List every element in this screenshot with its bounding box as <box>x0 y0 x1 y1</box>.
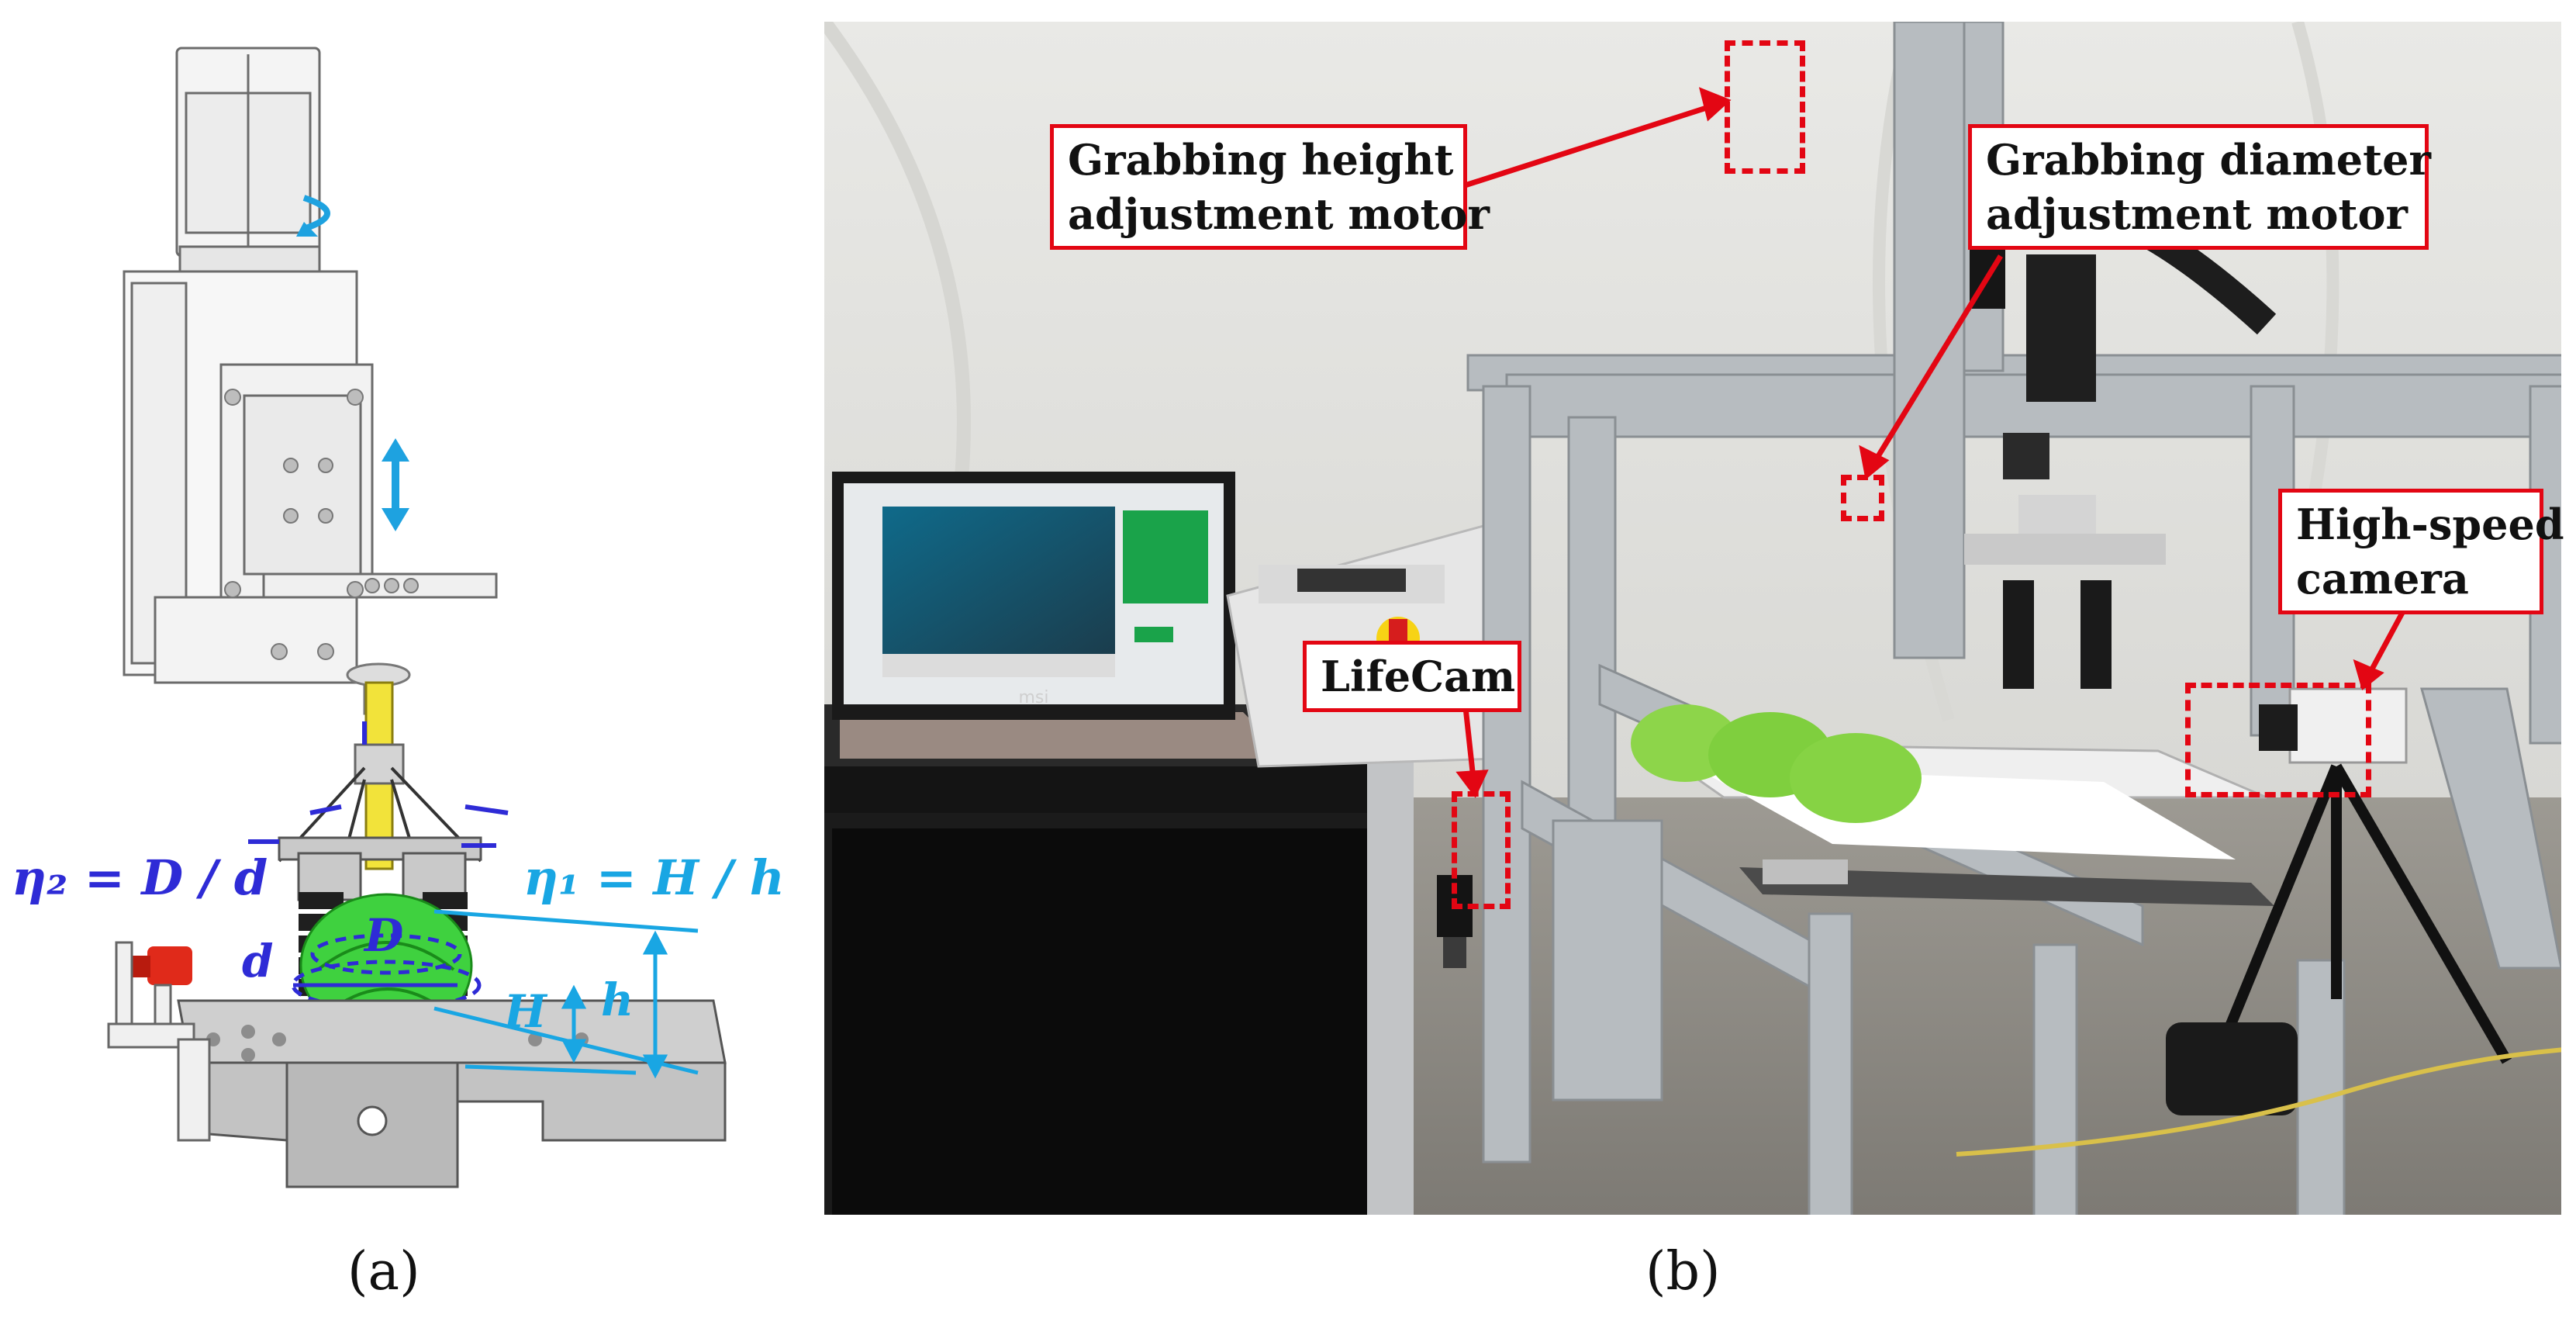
callout-high-speed-camera-line2: camera <box>2296 554 2469 603</box>
cad-gripper-drawing <box>107 47 727 1188</box>
callout-height-motor-line2: adjustment motor <box>1068 189 1490 239</box>
high-speed-camera-marker <box>2185 683 2371 797</box>
test-rig-photo: msi <box>824 22 2561 1215</box>
callout-lifecam: LifeCam <box>1303 641 1521 712</box>
symbol-d-small: d <box>242 935 274 987</box>
lifecam-marker <box>1452 791 1511 909</box>
callout-height-motor: Grabbing height adjustment motor <box>1050 124 1490 250</box>
height-motor-marker <box>1725 40 1805 174</box>
panel-b-label: (b) <box>1645 1241 1721 1302</box>
panel-a <box>0 0 775 1328</box>
eta2-equation: η₂ = D / d <box>12 849 268 906</box>
callout-height-motor-line1: Grabbing height <box>1068 135 1454 185</box>
callout-diameter-motor-line2: adjustment motor <box>1986 189 2408 239</box>
callout-diameter-motor: Grabbing diameter adjustment motor <box>1968 124 2431 250</box>
panel-b-photo: msi <box>824 22 2561 1215</box>
callout-high-speed-camera-line1: High-speed <box>2296 500 2564 549</box>
eta1-equation: η₁ = H / h <box>523 849 785 906</box>
lettuce-3 <box>1790 733 1922 823</box>
laptop-brand-text: msi <box>1018 688 1048 707</box>
symbol-D-large: D <box>364 909 404 962</box>
callout-high-speed-camera: High-speed camera <box>2278 489 2564 614</box>
panel-a-label: (a) <box>347 1241 420 1302</box>
symbol-h-height: h <box>601 974 634 1026</box>
diameter-motor-marker <box>1841 475 1884 521</box>
callout-diameter-motor-line1: Grabbing diameter <box>1986 135 2431 185</box>
symbol-H-height: H <box>504 985 547 1038</box>
